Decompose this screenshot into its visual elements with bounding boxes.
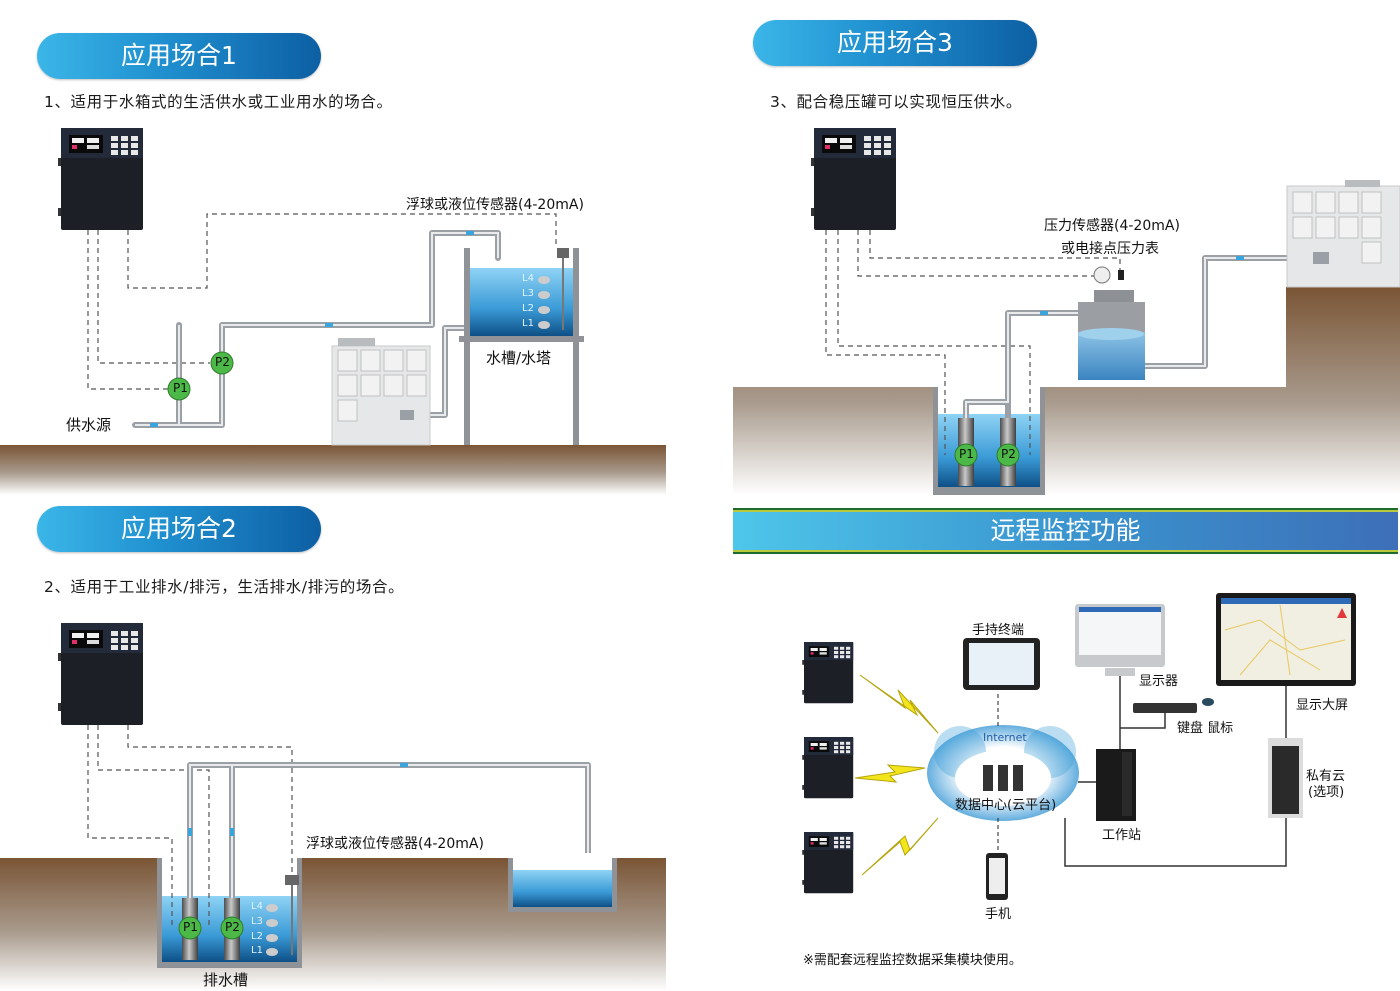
private-cloud-option-label: (选项) <box>1308 785 1345 800</box>
section2-sensor-label: 浮球或液位传感器(4-20mA) <box>306 836 484 852</box>
section1-source-label: 供水源 <box>66 416 112 434</box>
level-l1-label: L1 <box>251 945 263 956</box>
section3-description: 3、配合稳压罐可以实现恒压供水。 <box>770 93 1022 111</box>
level-l3-label: L3 <box>522 288 534 299</box>
section1-tank-label: 水槽/水塔 <box>486 349 552 367</box>
section1-sensor-label: 浮球或液位传感器(4-20mA) <box>406 197 584 213</box>
section1-description: 1、适用于水箱式的生活供水或工业用水的场合。 <box>44 93 393 111</box>
section1-diagram <box>0 128 666 495</box>
pump-p2-label: P2 <box>225 920 240 934</box>
section2-sump-label: 排水槽 <box>203 971 249 989</box>
handheld-label: 手持终端 <box>972 623 1025 638</box>
level-l2-label: L2 <box>251 931 263 942</box>
private-cloud-label: 私有云 <box>1306 769 1346 784</box>
level-l4-label: L4 <box>251 901 263 912</box>
internet-label: Internet <box>983 731 1027 744</box>
soil <box>733 287 1400 495</box>
pump-p1-label: P1 <box>173 381 188 395</box>
cloud-icon <box>927 725 1079 821</box>
section2-title: 应用场合2 <box>37 506 321 552</box>
workstation-label: 工作站 <box>1102 828 1142 843</box>
remote-title: 远程监控功能 <box>733 508 1398 554</box>
monitor-label: 显示器 <box>1139 674 1179 689</box>
controller-device <box>58 623 143 725</box>
big-screen-label: 显示大屏 <box>1296 698 1349 713</box>
pump-p1-label: P1 <box>183 920 198 934</box>
pump-p2-label: P2 <box>1001 447 1016 461</box>
soil <box>0 858 666 991</box>
level-floats <box>538 248 569 330</box>
remote-note: ※需配套远程监控数据采集模块使用。 <box>803 953 1022 968</box>
section1-title: 应用场合1 <box>37 33 321 79</box>
controller-device <box>811 128 896 230</box>
section2-diagram <box>0 623 666 991</box>
section3-title: 应用场合3 <box>753 20 1037 66</box>
controller-device <box>58 128 143 230</box>
controller-device-1 <box>802 642 854 704</box>
datacenter-label: 数据中心(云平台) <box>955 798 1057 813</box>
phone-label: 手机 <box>985 907 1012 922</box>
remote-diagram <box>802 593 1356 900</box>
pump-p2-label: P2 <box>215 355 230 369</box>
section3-diagram <box>733 128 1400 495</box>
level-l3-label: L3 <box>251 916 263 927</box>
controller-device-2 <box>802 737 854 799</box>
soil <box>0 445 666 495</box>
level-floats <box>266 875 299 956</box>
section2-description: 2、适用于工业排水/排污，生活排水/排污的场合。 <box>44 578 405 596</box>
controller-device-3 <box>802 832 854 894</box>
level-l1-label: L1 <box>522 318 534 329</box>
section3-sensor-label-1: 压力传感器(4-20mA) <box>1044 218 1180 234</box>
wireless-bolts <box>854 674 939 876</box>
keyboard-mouse-label: 键盘 鼠标 <box>1177 721 1234 736</box>
level-l2-label: L2 <box>522 303 534 314</box>
pump-p1-label: P1 <box>959 447 974 461</box>
section3-sensor-label-2: 或电接点压力表 <box>1061 241 1159 257</box>
level-l4-label: L4 <box>522 273 534 284</box>
